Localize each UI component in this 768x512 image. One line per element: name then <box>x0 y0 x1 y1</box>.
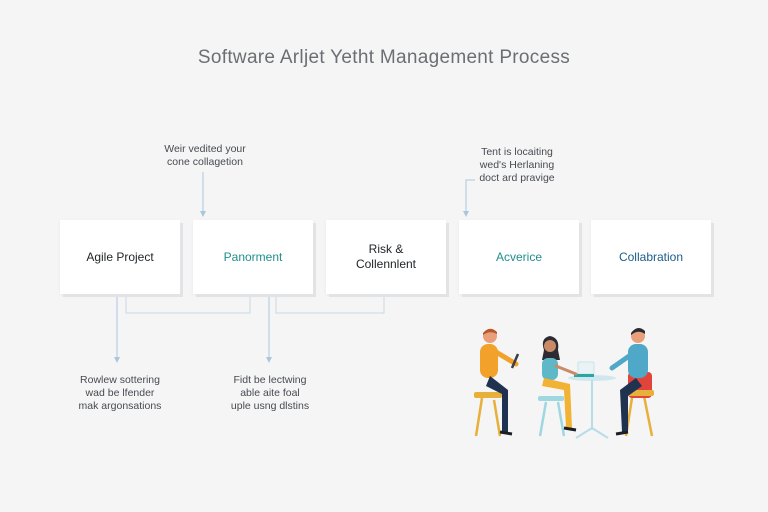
step-label: Agile Project <box>86 249 154 264</box>
step-box-risk: Risk & Collennlent <box>326 220 446 294</box>
connector-box2-box3 <box>275 296 385 314</box>
person-right <box>609 327 654 437</box>
step-box-acverice: Acverice <box>459 220 579 294</box>
connector-box1-box2 <box>125 296 251 314</box>
note-bottom-left: Rowlew sottering wad be lfender mak argo… <box>78 374 162 412</box>
connector-note-to-acverice <box>463 179 475 217</box>
note-bottom-mid: Fidt be lectwing able aite foal uple usn… <box>230 374 310 412</box>
note-top-left: Weir vedited your cone collagetion <box>164 143 246 168</box>
person-left <box>474 328 520 437</box>
step-label: Panorment <box>223 249 283 264</box>
step-box-panorment: Panorment <box>193 220 313 294</box>
step-label: Collabration <box>618 249 684 264</box>
laptop-icon <box>577 361 595 375</box>
team-meeting-illustration <box>474 327 654 439</box>
step-box-collabration: Collabration <box>591 220 711 294</box>
person-middle <box>538 336 578 437</box>
diagram-title: Software Arljet Yetht Management Process <box>197 47 571 68</box>
step-label: Risk & Collennlent <box>355 242 417 271</box>
step-label: Acverice <box>495 249 542 264</box>
note-top-right: Tent is locaiting wed's Herlaning doct a… <box>479 146 555 184</box>
step-box-agile-project: Agile Project <box>60 220 180 294</box>
